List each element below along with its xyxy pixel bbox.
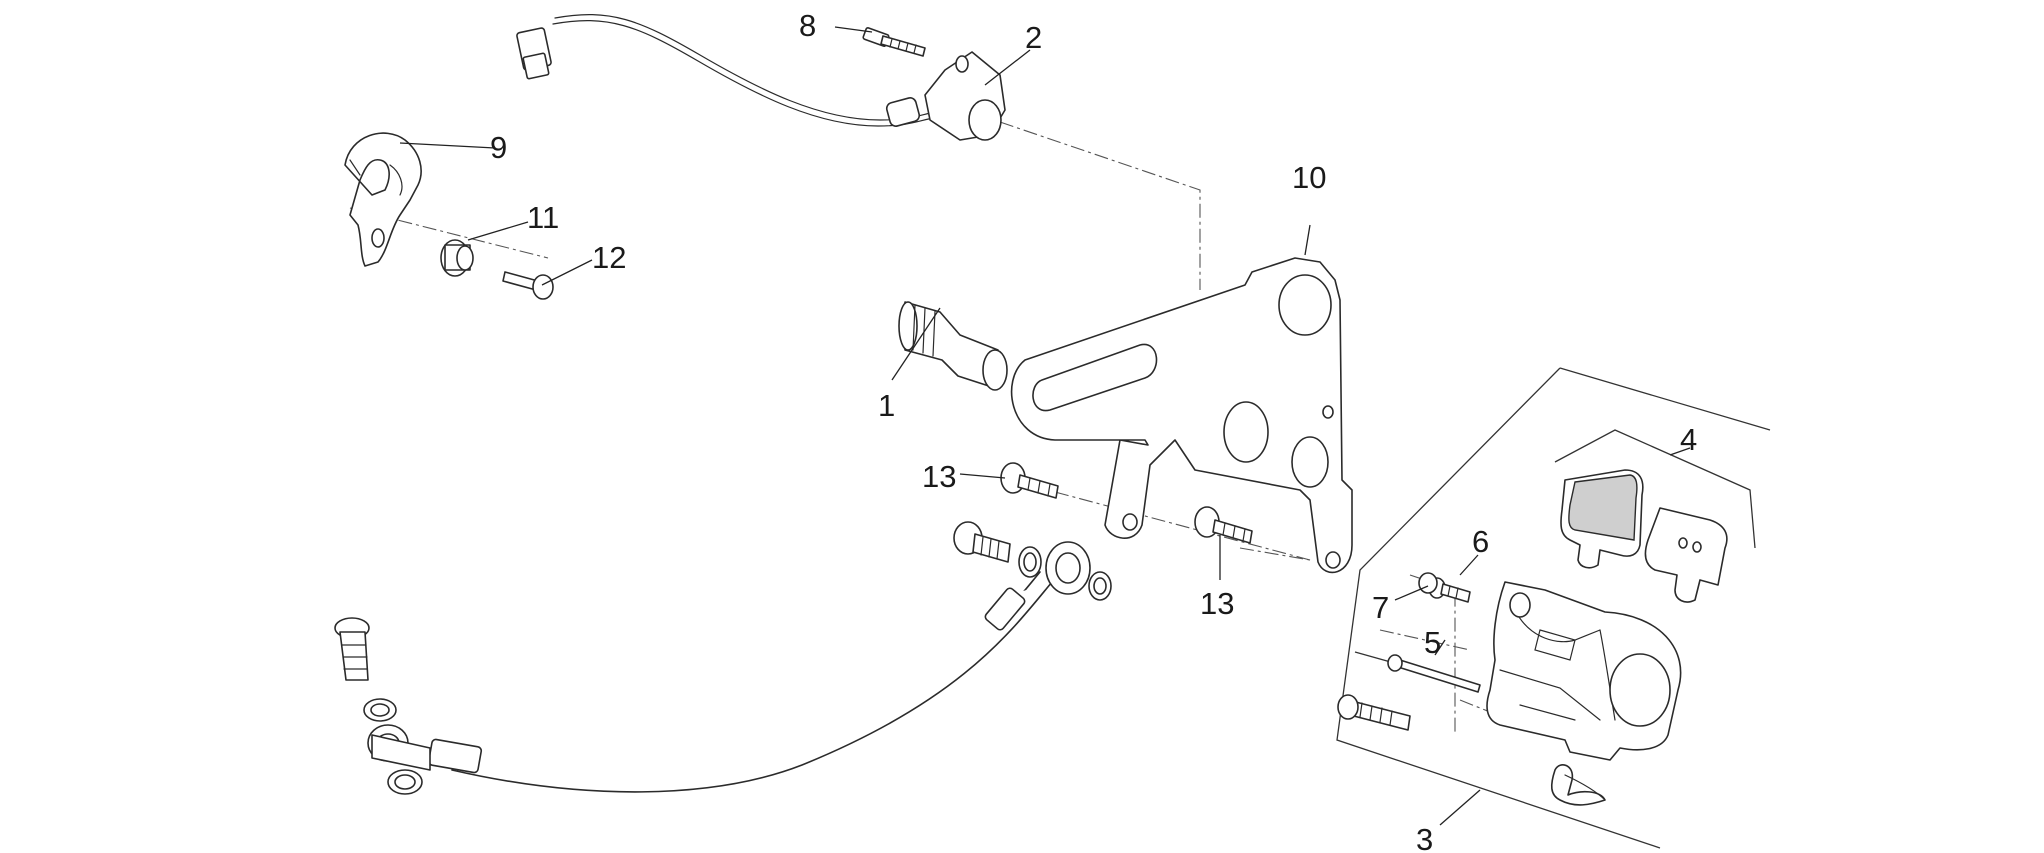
cable-clip-part-9 xyxy=(344,132,422,267)
speed-sensor-part-2 xyxy=(516,14,1006,141)
bolt-part-8 xyxy=(862,27,926,57)
callout-1: 1 xyxy=(878,388,895,423)
bracket-bolt-part-13-a xyxy=(1000,462,1059,499)
screw-part-12 xyxy=(502,271,554,300)
callout-5: 5 xyxy=(1424,625,1441,660)
bushing-part-11 xyxy=(440,239,474,277)
banjo-bolt-upper xyxy=(953,521,1112,601)
callout-labels: 1 2 3 4 5 6 7 8 9 10 11 12 13 13 xyxy=(490,8,1697,853)
callout-6: 6 xyxy=(1472,524,1489,559)
caliper-body xyxy=(1486,581,1682,761)
callout-9: 9 xyxy=(490,130,507,165)
callout-11: 11 xyxy=(527,200,559,235)
callout-12: 12 xyxy=(592,240,626,275)
callout-10: 10 xyxy=(1292,160,1326,195)
pin-part-1 xyxy=(898,301,1008,391)
caliper-kit-frame-part-3 xyxy=(1336,367,1771,849)
brake-hose xyxy=(367,541,1091,793)
callout-13-right: 13 xyxy=(1200,586,1234,621)
callout-13-left: 13 xyxy=(922,459,956,494)
callout-3: 3 xyxy=(1416,822,1433,853)
callout-2: 2 xyxy=(1025,20,1042,55)
banjo-bolt-lower xyxy=(334,617,423,795)
leader-lines xyxy=(399,26,1691,826)
bracket-bolt-part-13-b xyxy=(1194,506,1253,544)
bleeder-cap-part-7 xyxy=(1418,572,1438,594)
brake-pads-part-4 xyxy=(1554,429,1756,603)
pad-pin-part-5 xyxy=(1337,651,1481,731)
callout-8: 8 xyxy=(799,8,816,43)
callout-7: 7 xyxy=(1372,590,1389,625)
pad-spring xyxy=(1550,764,1606,806)
callout-4: 4 xyxy=(1680,422,1697,457)
caliper-bracket-part-10 xyxy=(1010,257,1353,574)
